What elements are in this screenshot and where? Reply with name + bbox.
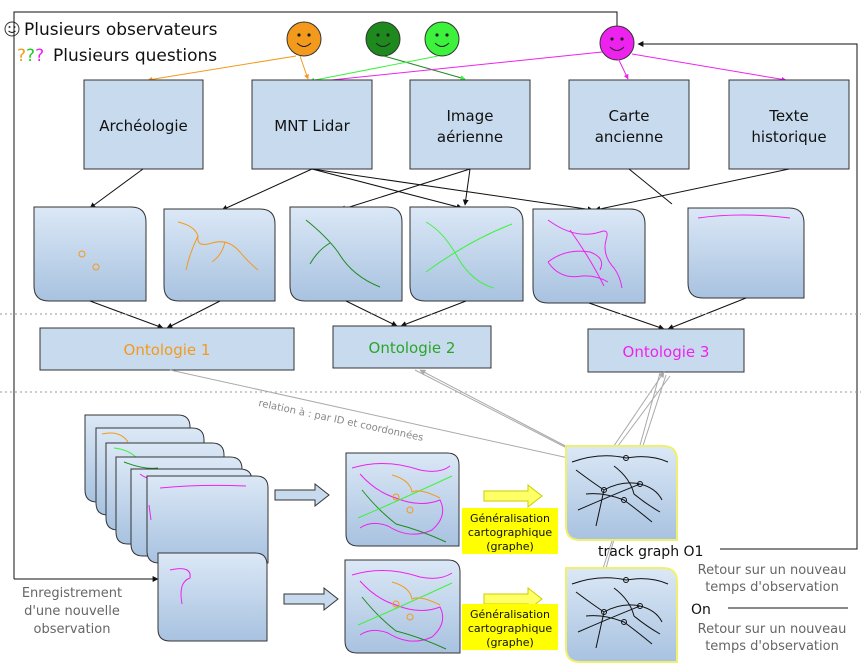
return-loop-line (637, 41, 858, 550)
thumbnail-image-aerienne-2 (409, 206, 524, 302)
enregistrement-line-2: d'une nouvelle (24, 604, 120, 619)
svg-text:Ontologie 3: Ontologie 3 (623, 343, 710, 361)
svg-text:Texte: Texte (768, 107, 809, 125)
on-label: On (691, 602, 711, 618)
retour-label-1-line-1: Retour sur un nouveau (698, 563, 847, 578)
svg-text:cartographique: cartographique (468, 526, 553, 539)
generalisation-label-2: Généralisation cartographique (graphe) (462, 604, 558, 650)
source-archeologie: Archéologie (83, 79, 204, 170)
magenta-observer-icon (599, 25, 635, 61)
legend-observers: Plusieurs observateurs (24, 20, 218, 40)
observers (286, 21, 635, 61)
observer-arrows (147, 51, 787, 85)
ontology-1: Ontologie 1 (39, 327, 295, 371)
source-mnt-lidar: MNT Lidar (251, 79, 373, 170)
source-to-thumbnail-arrows (89, 168, 790, 213)
smiley-icon (4, 21, 20, 37)
svg-text:aérienne: aérienne (437, 128, 503, 146)
ontology-3: Ontologie 3 (587, 328, 745, 373)
composite-map-1 (345, 452, 460, 547)
svg-text:(graphe): (graphe) (486, 636, 534, 649)
thumbnail-carte-ancienne (532, 208, 646, 304)
track-graph-n (565, 567, 678, 663)
svg-text:(graphe): (graphe) (486, 540, 534, 553)
retour-label-1-line-2: temps d'observation (705, 580, 839, 595)
retour-label-2-line-2: temps d'observation (705, 639, 839, 654)
thumbnail-to-ontology-arrows (89, 297, 747, 331)
outer-frame-line (13, 11, 618, 579)
track-graph-1 (565, 445, 678, 541)
thumbnail-mnt-lidar (163, 208, 276, 302)
svg-text:Archéologie: Archéologie (99, 117, 188, 135)
svg-text:Généralisation: Généralisation (470, 608, 550, 621)
stacked-observations (84, 414, 269, 642)
svg-text:Image: Image (447, 107, 494, 125)
legend: Plusieurs observateurs ??? Plusieurs que… (4, 20, 218, 66)
green-observer-icon (424, 21, 460, 57)
thumbnail-image-aerienne-1 (289, 206, 403, 302)
svg-text:Généralisation: Généralisation (470, 512, 550, 525)
svg-text:MNT Lidar: MNT Lidar (274, 117, 350, 135)
svg-text:Ontologie 1: Ontologie 1 (124, 341, 211, 359)
svg-text:Ontologie 2: Ontologie 2 (369, 339, 456, 357)
svg-text:historique: historique (751, 128, 826, 146)
retour-label-2-line-1: Retour sur un nouveau (698, 622, 847, 637)
block-arrows (274, 482, 543, 612)
generalisation-label-1: Généralisation cartographique (graphe) (462, 508, 558, 554)
svg-text:Carte: Carte (609, 107, 650, 125)
track-graph-label: track graph O1 (598, 544, 703, 560)
enregistrement-line-1: Enregistrement (22, 586, 122, 601)
enregistrement-line-3: observation (34, 622, 111, 637)
ontology-2: Ontologie 2 (332, 325, 492, 369)
svg-text:cartographique: cartographique (468, 622, 553, 635)
thumbnail-archeologie (33, 206, 147, 302)
source-carte-ancienne: Carte ancienne (568, 79, 690, 170)
darkgreen-observer-icon (365, 21, 401, 57)
thumbnail-texte-historique (687, 207, 805, 299)
legend-question-marks: ??? (17, 46, 44, 66)
legend-questions: Plusieurs questions (53, 46, 217, 66)
svg-text:ancienne: ancienne (595, 128, 664, 146)
source-texte-historique: Texte historique (728, 79, 850, 170)
composite-map-2 (344, 559, 461, 654)
orange-observer-icon (286, 21, 322, 57)
source-image-aerienne: Image aérienne (409, 79, 531, 170)
